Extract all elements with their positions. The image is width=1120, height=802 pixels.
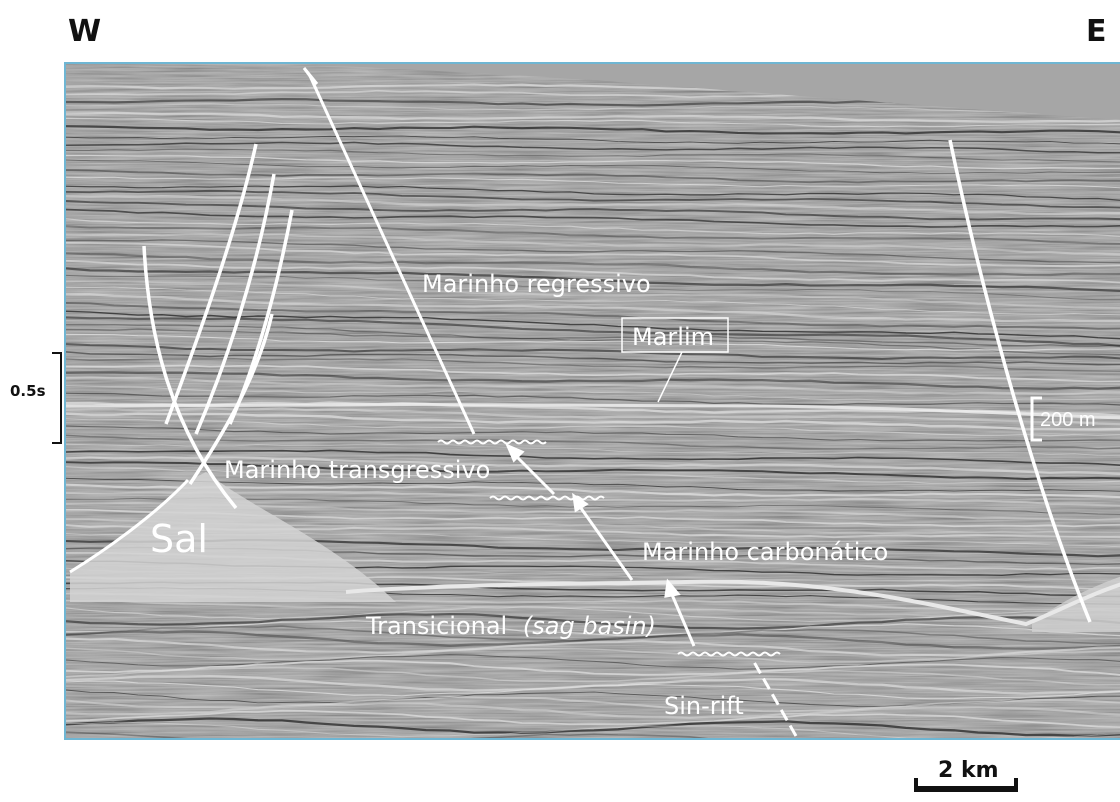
label-sal: Sal (150, 517, 208, 561)
horizontal-scale-label: 2 km (938, 758, 999, 783)
vertical-scale-label: 0.5s (10, 382, 46, 400)
label-marinho-regressivo: Marinho regressivo (422, 270, 651, 298)
compass-west-label: W (68, 14, 101, 49)
reflector (66, 739, 1120, 740)
seismic-section: Marinho regressivo Marlim Marinho transg… (64, 62, 1120, 740)
horizontal-scale-bar (914, 786, 1018, 792)
label-transicional-italic: (sag basin) (523, 612, 656, 640)
label-transicional-main: Transicional (365, 612, 507, 640)
label-marlim: Marlim (632, 323, 714, 351)
label-marinho-carbonatico: Marinho carbonático (642, 538, 888, 566)
compass-east-label: E (1086, 14, 1107, 49)
label-marinho-transgressivo: Marinho transgressivo (224, 456, 490, 484)
vertical-scale-bracket (52, 352, 62, 444)
label-transicional: Transicional (sag basin) (365, 612, 656, 640)
label-sin-rift: Sin-rift (664, 692, 744, 720)
seismic-section-svg: Marinho regressivo Marlim Marinho transg… (66, 64, 1120, 740)
depth-scale-label: 200 m (1040, 409, 1096, 431)
